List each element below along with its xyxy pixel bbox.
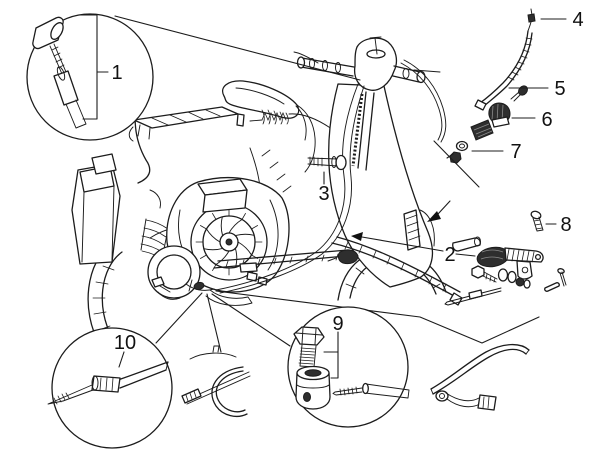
callout-4: 4 [572, 9, 583, 31]
handlebar [293, 36, 441, 91]
leader-lines-fan [155, 290, 540, 353]
callout-2: 2 [444, 244, 455, 266]
cable-end-nipple-part4 [527, 8, 536, 32]
arrow-icon [427, 211, 441, 222]
magnifier-circle-9 [287, 306, 410, 428]
leader-to-rear-cable [215, 290, 540, 344]
rear-fender-taillight [71, 153, 121, 265]
callout-8: 8 [560, 214, 571, 236]
leader-2 [455, 253, 476, 257]
callout-10: 10 [114, 332, 136, 354]
control-cables [215, 59, 447, 294]
rear-brake-cable-run [430, 343, 530, 411]
leader-10 [118, 351, 125, 368]
leader-to-circle-10 [155, 292, 203, 344]
magnifier-circle-1 [26, 13, 154, 141]
leader-to-circle-9 [211, 293, 291, 347]
cable-adjuster-part6 [470, 85, 528, 141]
callout-labels: 1 2 3 4 5 6 7 8 9 10 [111, 9, 583, 354]
brake-cable-part5 [474, 30, 533, 111]
magnifier-circle-10 [47, 327, 173, 449]
brake-drum [147, 245, 201, 300]
callout-3: 3 [318, 183, 329, 205]
pedal-bolt-part8 [530, 210, 544, 232]
leader-to-spring-clip [206, 293, 222, 353]
seat [222, 80, 307, 141]
callout-1: 1 [111, 62, 122, 84]
arrow-icon [351, 232, 363, 241]
cable-junction [185, 279, 215, 292]
cable-route-line [433, 140, 480, 188]
shock-bolt-part3 [307, 154, 347, 171]
callout-9: 9 [332, 313, 343, 335]
callout-6: 6 [541, 109, 552, 131]
pointer-arrows [351, 200, 451, 252]
callout-7: 7 [510, 141, 521, 163]
brake-pedal-assembly-part2 [452, 236, 544, 280]
floor-rails [213, 236, 463, 306]
adjuster-nut-part7 [433, 140, 480, 188]
luggage-rack [128, 106, 245, 142]
bracket-1 [79, 14, 109, 120]
mounted-brake-pedal [327, 249, 359, 265]
bracket-9 [323, 331, 339, 379]
spring-clip [181, 345, 251, 417]
pedal-fasteners [444, 265, 567, 306]
magnifier-1-pointer-line [114, 15, 361, 81]
callout-5: 5 [554, 78, 565, 100]
